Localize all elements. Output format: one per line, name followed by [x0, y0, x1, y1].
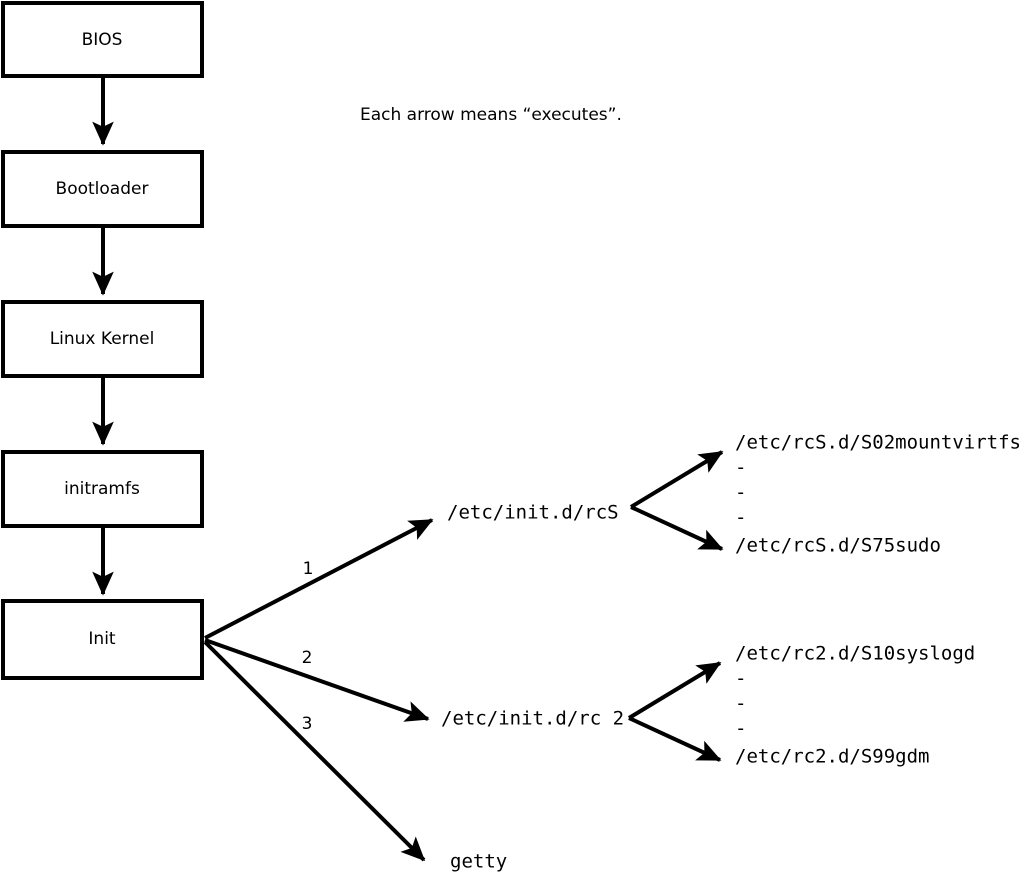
bootloader-label: Bootloader: [56, 179, 149, 199]
bios-label: BIOS: [82, 30, 123, 50]
rc2-last-script-label: /etc/rc2.d/S99gdm: [735, 746, 929, 768]
rcs-ellipsis-dash-3: -: [735, 507, 746, 529]
arrow-rc2-to-last-script: [628, 716, 722, 762]
bios-box: [1, 1, 204, 78]
node-kernel: Linux Kernel: [1, 300, 204, 378]
node-initramfs: initramfs: [1, 450, 204, 528]
getty-label: getty: [450, 851, 507, 873]
rc2-ellipsis-dash-2: -: [735, 693, 746, 715]
rcs-ellipsis-dash-1: -: [735, 457, 746, 479]
rc2-ellipsis-dash-1: -: [735, 668, 746, 690]
node-bios: BIOS: [1, 1, 204, 78]
rcs-ellipsis-dash-2: -: [735, 482, 746, 504]
diagram-caption: Each arrow means “executes”.: [360, 105, 622, 125]
arrow-label-2: 2: [302, 648, 313, 668]
node-bootloader: Bootloader: [1, 150, 204, 228]
initramfs-label: initramfs: [64, 479, 140, 499]
arrow-rcs-to-first-script: [629, 450, 724, 509]
rcs-last-script-label: /etc/rcS.d/S75sudo: [735, 535, 941, 557]
kernel-box: [1, 300, 204, 378]
arrow-init-to-rc2: [204, 638, 430, 722]
rcs-script-label: /etc/init.d/rcS: [447, 502, 619, 524]
rc2-first-script-label: /etc/rc2.d/S10syslogd: [735, 643, 975, 665]
node-init: Init: [1, 599, 204, 680]
init-box: [1, 599, 204, 680]
rc2-ellipsis-dash-3: -: [735, 718, 746, 740]
arrow-label-1: 1: [303, 559, 314, 579]
bootloader-box: [1, 150, 204, 228]
arrow-init-to-getty: [203, 640, 426, 862]
rc2-script-label: /etc/init.d/rc 2: [441, 708, 624, 730]
arrow-rc2-to-first-script: [627, 661, 722, 720]
arrow-label-3: 3: [302, 714, 313, 734]
rcs-first-script-label: /etc/rcS.d/S02mountvirtfs: [735, 432, 1021, 454]
init-label: Init: [88, 629, 116, 649]
arrow-rcs-to-last-script: [630, 505, 724, 551]
kernel-label: Linux Kernel: [50, 329, 155, 349]
arrow-init-to-rcs: [204, 518, 434, 640]
